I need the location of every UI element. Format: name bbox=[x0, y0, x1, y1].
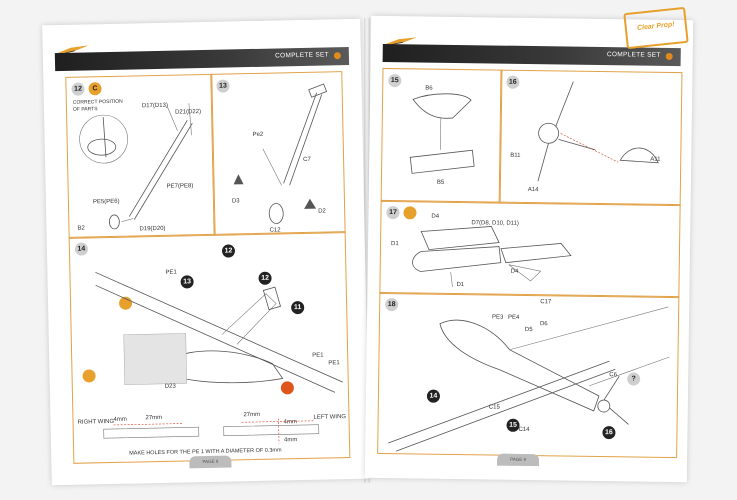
part-label: B2 bbox=[77, 225, 85, 232]
part-label: D21(D22) bbox=[175, 109, 202, 116]
part-label: D7(D8, D10, D11) bbox=[471, 220, 519, 227]
step-16-panel: 16 B11 A14 A11 bbox=[498, 69, 683, 207]
step-15-panel: 15 B6 B5 bbox=[380, 67, 503, 204]
part-label: PE4 bbox=[507, 314, 520, 321]
part-label: A14 bbox=[527, 186, 539, 194]
part-label: B5 bbox=[436, 179, 445, 186]
header-title: COMPLETE SET bbox=[606, 51, 661, 59]
header-marker-icon bbox=[665, 52, 673, 60]
nose-gear-drawing bbox=[233, 83, 328, 224]
part-label: D3 bbox=[231, 198, 240, 205]
instruction-page-right: COMPLETE SET 15 B6 B5 16 B11 A14 A11 17 bbox=[364, 15, 694, 483]
part-label: D1 bbox=[391, 241, 399, 248]
fairing-drawing bbox=[409, 93, 475, 174]
part-label: PE5(PE6) bbox=[92, 198, 120, 206]
fuselage-assembly-drawing bbox=[388, 306, 670, 452]
part-label: C6 bbox=[609, 372, 617, 379]
part-label: B11 bbox=[510, 152, 521, 159]
header-title: COMPLETE SET bbox=[275, 51, 329, 60]
part-label: C17 bbox=[540, 299, 552, 306]
header-band: COMPLETE SET bbox=[54, 46, 350, 72]
instruction-page-left: COMPLETE SET 12 C CORRECT POSITION OF PA… bbox=[42, 18, 370, 486]
part-label: D4 bbox=[431, 213, 440, 220]
fuel-tank-drawing bbox=[412, 226, 572, 287]
part-label: D17(D13) bbox=[141, 102, 169, 110]
landing-gear-drawing bbox=[79, 103, 193, 230]
part-label: PE7(PE8) bbox=[166, 183, 194, 190]
part-label: D5 bbox=[524, 326, 533, 334]
page-number: PAGE 9 bbox=[496, 453, 540, 467]
part-label: A11 bbox=[650, 156, 661, 163]
part-label: C7 bbox=[303, 156, 311, 163]
header-marker-icon bbox=[333, 52, 341, 60]
part-label: Pe2 bbox=[252, 131, 264, 138]
part-label: D6 bbox=[539, 321, 548, 328]
part-label: D2 bbox=[318, 208, 326, 215]
propeller-drawing bbox=[537, 81, 659, 182]
part-label: D4 bbox=[510, 268, 519, 275]
brand-stamp-text: Clear Prop! bbox=[636, 21, 675, 32]
hole-template-drawing bbox=[103, 418, 320, 444]
part-label: B6 bbox=[425, 85, 433, 92]
step-12-panel: 12 C CORRECT POSITION OF PARTS D17(D13) … bbox=[65, 73, 216, 239]
step-17-panel: 17 D4 D7(D8, D10, D11) D1 D4 D1 bbox=[379, 199, 681, 299]
part-label: D1 bbox=[456, 281, 465, 289]
fuselage-wing-drawing bbox=[95, 271, 343, 393]
step-18-panel: 18 14 15 16 ? C17 PE3 PE4 D5 D6 C6 C15 C… bbox=[377, 291, 680, 459]
part-label: C15 bbox=[488, 404, 500, 411]
page-number: PAGE 8 bbox=[189, 455, 232, 469]
part-label: PE3 bbox=[491, 314, 504, 321]
part-label: D19(D20) bbox=[139, 225, 166, 233]
step-14-panel: 14 13 12 12 11 PE1 D23 PE1 PE1 RIGHT WIN… bbox=[68, 231, 351, 464]
step-13-panel: 13 Pe2 C7 D3 D2 C12 bbox=[210, 71, 346, 236]
brand-stamp: Clear Prop! bbox=[623, 6, 689, 50]
part-label: C14 bbox=[518, 426, 530, 434]
